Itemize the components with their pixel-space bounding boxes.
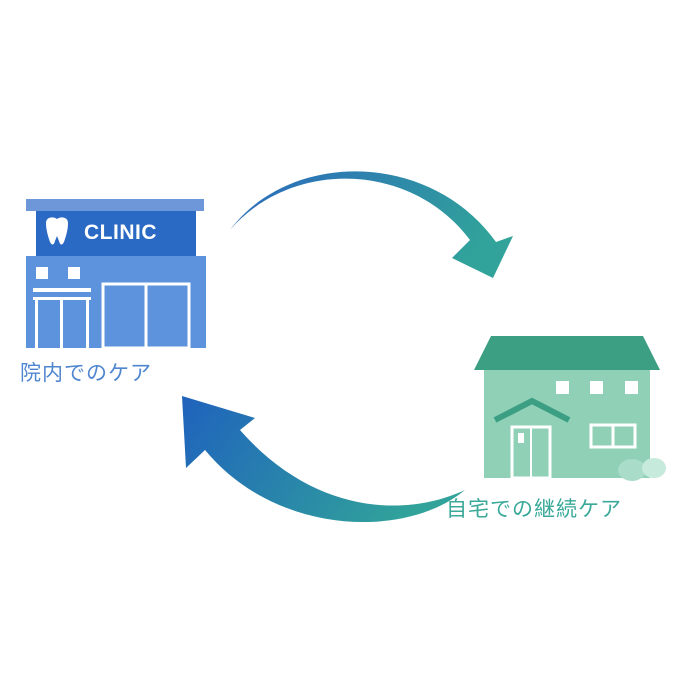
clinic-wall bbox=[26, 256, 206, 348]
home-window-2 bbox=[590, 381, 603, 394]
home-porch-roof bbox=[493, 397, 571, 423]
clinic-window-2 bbox=[68, 267, 80, 279]
clinic-sign-text: CLINIC bbox=[84, 221, 157, 244]
arrow-to-clinic bbox=[182, 396, 465, 523]
clinic-building bbox=[26, 199, 206, 350]
arrow-to-home bbox=[230, 171, 513, 278]
home-window-3 bbox=[625, 381, 638, 394]
home-care-label: 自宅での継続ケア bbox=[446, 497, 622, 521]
clinic-care-label: 院内でのケア bbox=[20, 361, 152, 385]
tooth-icon bbox=[46, 217, 68, 245]
home-window-1 bbox=[556, 381, 569, 394]
clinic-roof bbox=[26, 199, 204, 211]
home-right-window bbox=[589, 423, 637, 449]
home-roof bbox=[474, 336, 660, 370]
clinic-awning bbox=[33, 288, 91, 348]
home-building bbox=[474, 336, 666, 481]
home-door-window bbox=[518, 433, 524, 443]
clinic-window-1 bbox=[36, 267, 48, 279]
bush-icon bbox=[618, 458, 666, 481]
clinic-door bbox=[101, 282, 191, 350]
